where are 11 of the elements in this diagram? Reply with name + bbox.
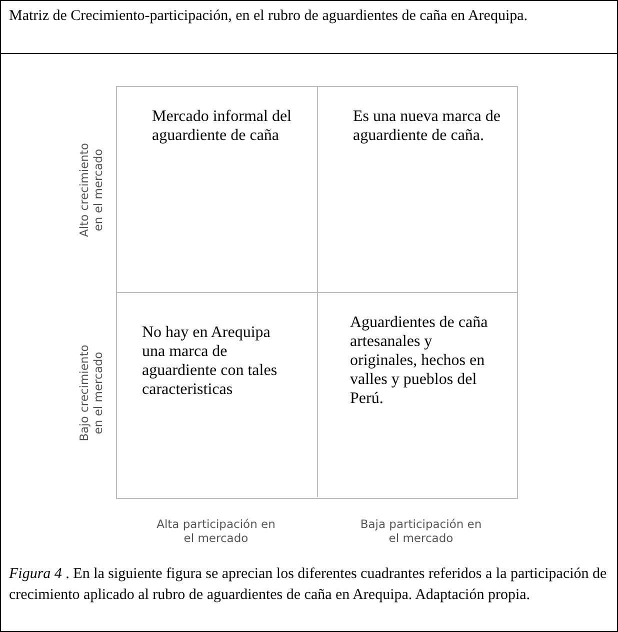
figure-caption: Figura 4 . En la siguiente figura se aprecian los diferentes cuadrantes referidos a la participación de crecimiento aplicado al rubro de aguardientes de caña en Arequipa. Adaptación propia. [9,565,608,605]
quadrant-text: No hay en Arequipa una marca de aguardiente con tales caracteristicas [142,323,278,399]
quadrant-text: Aguardientes de caña artesanales y originales, hechos en valles y pueblos del Perú. [350,313,489,408]
quadrant-text: Mercado informal del aguardiente de caña [152,107,292,145]
axis-label: Baja participación en el mercado [359,517,483,545]
quadrant-text: Es una nueva marca de aguardiente de caña. [353,107,502,145]
axis-label: Bajo crecimiento en el mercado [77,344,105,444]
axis-label: Alto crecimiento en el mercado [77,142,105,239]
axis-label: Alta participación en el mercado [156,517,276,545]
quadrant [317,292,517,497]
title: Matriz de Crecimiento-participación, en el rubro de aguardientes de caña en Arequipa. [9,7,529,26]
